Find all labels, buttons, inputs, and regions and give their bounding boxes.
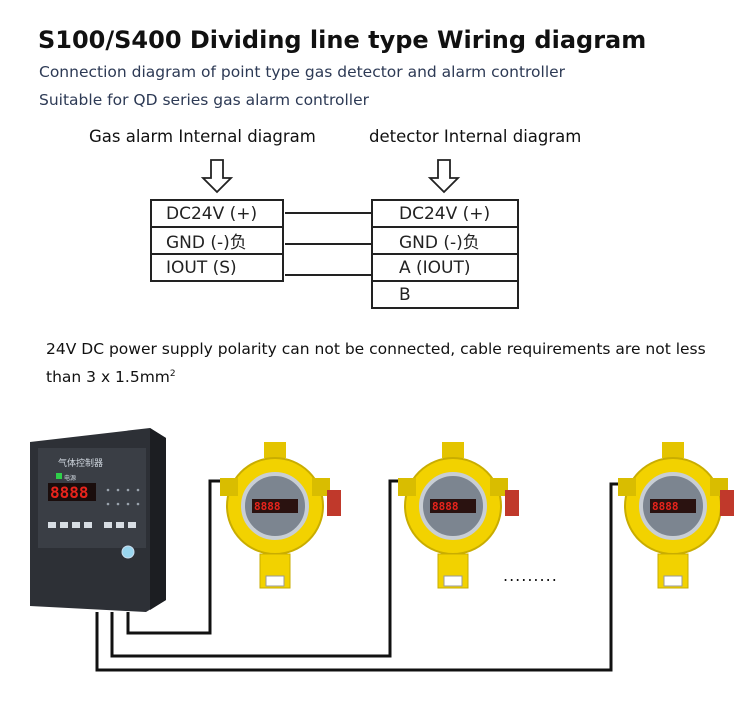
alarm-controller-cabinet: 气体控制器 电源 8888 — [30, 428, 166, 612]
detector-2-led-display: 8888 — [432, 500, 459, 513]
detector-3-led-display: 8888 — [652, 500, 679, 513]
controller-panel-title: 气体控制器 — [58, 457, 103, 469]
field-cables — [95, 479, 624, 672]
down-arrow-right-icon — [427, 159, 461, 194]
alarm-terminal-gnd: GND (-)负 — [150, 226, 284, 255]
gas-detector-2: 8888 — [398, 442, 519, 589]
subtitle-connection: Connection diagram of point type gas det… — [39, 63, 566, 81]
detector-terminal-b: B — [371, 280, 519, 309]
power-supply-note: 24V DC power supply polarity can not be … — [46, 337, 736, 390]
controller-power-label: 电源 — [64, 474, 76, 482]
key-lock-icon — [121, 545, 135, 559]
page-title: S100/S400 Dividing line type Wiring diag… — [38, 26, 647, 54]
gas-detector-3: 8888 — [618, 442, 734, 589]
more-detectors-ellipsis: ......... — [503, 566, 558, 585]
alarm-internal-header: Gas alarm Internal diagram — [89, 127, 316, 146]
detector-internal-header: detector Internal diagram — [369, 127, 582, 146]
detector-terminal-gnd: GND (-)负 — [371, 226, 519, 255]
squared-superscript: 2 — [169, 369, 176, 379]
power-supply-note-text: 24V DC power supply polarity can not be … — [46, 340, 706, 387]
alarm-terminal-dc24v: DC24V (+) — [150, 199, 284, 228]
controller-keypad — [48, 522, 136, 528]
controller-led-display: 8888 — [50, 483, 89, 502]
detector-terminal-a-iout: A (IOUT) — [371, 253, 519, 282]
detector-terminal-table: DC24V (+) GND (-)负 A (IOUT) B — [371, 199, 519, 309]
detector-1-led-display: 8888 — [254, 500, 281, 513]
alarm-terminal-iout: IOUT (S) — [150, 253, 284, 282]
detector-terminal-dc24v: DC24V (+) — [371, 199, 519, 228]
power-led-icon — [56, 473, 62, 479]
down-arrow-left-icon — [200, 159, 234, 194]
gas-detector-1: 8888 — [220, 442, 341, 589]
subtitle-suitable: Suitable for QD series gas alarm control… — [39, 91, 369, 109]
controller-indicator-dots — [106, 488, 140, 506]
alarm-terminal-table: DC24V (+) GND (-)负 IOUT (S) — [150, 199, 284, 282]
